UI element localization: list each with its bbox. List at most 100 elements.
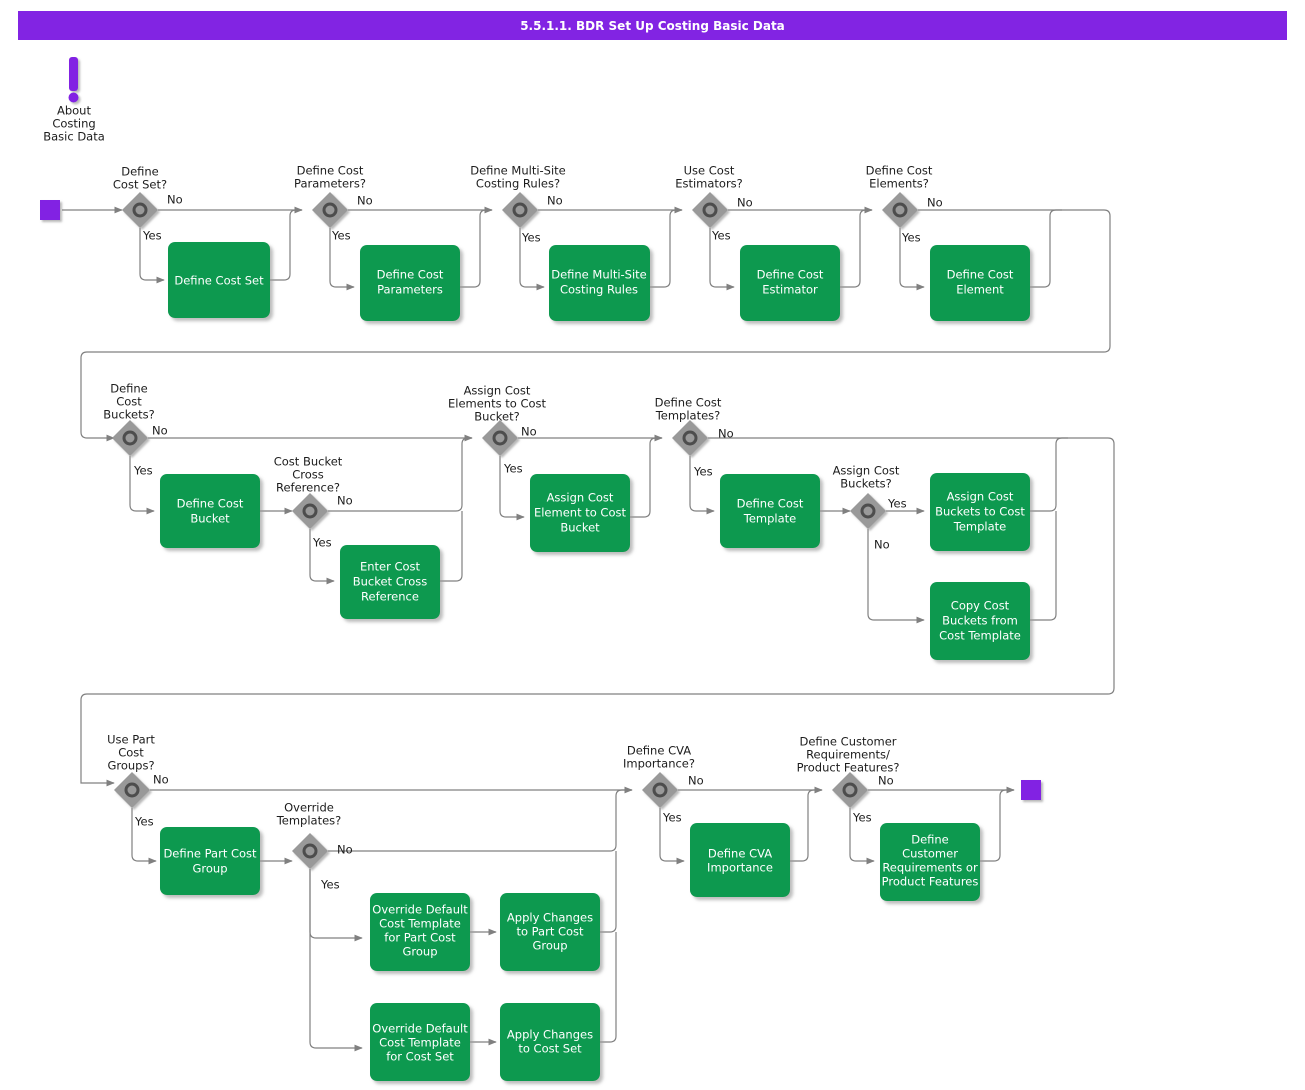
process-label-line: Product Features [882,875,979,889]
edge-d3-yes [519,228,545,291]
process-label-line: to Part Cost [516,925,584,939]
decision-label-line: Define Cost [655,396,722,410]
p-define-cva-importance[interactable]: Define CVA Importance [690,823,790,897]
d-define-cost-set[interactable]: Define Cost Set? No Yes [113,165,183,243]
edge-r2d2-yes [309,529,335,585]
decision-label-line: Product Features? [797,761,900,775]
d-override-templates[interactable]: Override Templates? No Yes [276,801,353,892]
about-note-line-3: Basic Data [43,130,105,144]
decision-label-line: Costing Rules? [476,177,560,191]
process-label-line: Estimator [762,283,818,297]
d-define-cost-parameters[interactable]: Define Cost Parameters? No Yes [294,164,373,243]
process-label-line: Define [911,833,949,847]
process-label-line: Group [532,939,567,953]
process-label-line: for Part Cost [384,931,456,945]
p-define-cost-set[interactable]: Define Cost Set [168,242,270,318]
decision-label-line: Groups? [107,759,154,773]
process-label-line: Customer [902,847,958,861]
edge-r2d1-yes [129,456,155,515]
process-label-line: Group [402,945,437,959]
p-define-part-cost-group[interactable]: Define Part Cost Group [160,827,260,895]
d-define-cva-importance[interactable]: Define CVA Importance? No Yes [623,744,704,825]
p-define-cost-element[interactable]: Define Cost Element [930,245,1030,321]
p-define-cost-estimator[interactable]: Define Cost Estimator [740,245,840,321]
d-use-part-cost-groups[interactable]: Use Part Cost Groups? No Yes [107,733,169,829]
edge-p-crossref-rejoin [430,511,463,582]
about-note-line-2: Costing [52,117,95,131]
p-define-cost-template[interactable]: Define Cost Template [720,474,820,548]
edge-p3-rejoin [650,209,682,288]
edge-p1-rejoin [270,209,302,281]
decision-label-line: Define Multi-Site [470,164,566,178]
process-label-line: Define Cost [177,497,244,511]
branch-label-no: No [337,494,353,508]
edge-p-applypart-rejoin [600,851,617,933]
p-override-default-cost-template-for-part-cost-group[interactable]: Override Default Cost Template for Part … [370,893,470,971]
decision-label-line: Cost Bucket [274,455,343,469]
decision-label-line: Use Part [107,733,155,747]
p-assign-cost-buckets-to-cost-template[interactable]: Assign Cost Buckets to Cost Template [930,473,1030,551]
process-label-line: Cost Template [939,629,1021,643]
decision-label-line: Reference? [276,481,340,495]
d-define-multi-site-costing-rules[interactable]: Define Multi-Site Costing Rules? No Yes [470,164,566,245]
p-assign-cost-element-to-cost-bucket[interactable]: Assign Cost Element to Cost Bucket [530,474,630,552]
branch-label-yes: Yes [901,231,921,245]
process-label-line: Define Cost [737,497,804,511]
process-label-line: Define Multi-Site [551,268,647,282]
process-label-line: Buckets to Cost [935,505,1025,519]
d-define-customer-requirements[interactable]: Define Customer Requirements/ Product Fe… [797,735,900,825]
edge-r2d2-no [328,437,472,512]
decision-label-line: Use Cost [684,164,735,178]
process-label-line: Cost Template [379,1036,461,1050]
end-node[interactable] [1021,780,1041,800]
branch-label-yes: Yes [133,464,153,478]
branch-label-no: No [878,774,894,788]
process-label-line: Costing Rules [560,283,638,297]
d-assign-cost-elements-to-cost-bucket[interactable]: Assign Cost Elements to Cost Bucket? No … [448,384,547,476]
process-label-line: Define Cost [757,268,824,282]
process-label-line: to Cost Set [518,1042,582,1056]
page-title: 5.5.1.1. BDR Set Up Costing Basic Data [18,11,1287,40]
decision-label-line: Buckets? [840,477,891,491]
d-define-cost-elements[interactable]: Define Cost Elements? No Yes [866,164,943,245]
branch-label-yes: Yes [142,229,162,243]
edge-p4-rejoin [840,209,872,288]
p-copy-cost-buckets-from-cost-template[interactable]: Copy Cost Buckets from Cost Template [930,582,1030,660]
start-node[interactable] [40,200,60,220]
d-use-cost-estimators[interactable]: Use Cost Estimators? No Yes [675,164,752,243]
edge-r3d2-yes-lower [309,869,363,1052]
process-label-line: Override Default [372,903,468,917]
decision-label-line: Cost Set? [113,178,167,192]
p-define-multi-site-costing-rules[interactable]: Define Multi-Site Costing Rules [549,245,650,321]
edge-p-assign-elem-rejoin [630,437,662,518]
decision-label-line: Cost [116,395,142,409]
process-label-line: Define Cost Set [174,274,264,288]
p-apply-changes-to-cost-set[interactable]: Apply Changes to Cost Set [500,1003,600,1081]
p-enter-cost-bucket-cross-reference[interactable]: Enter Cost Bucket Cross Reference [340,545,440,619]
p-define-customer-requirements-or-product-features[interactable]: Define Customer Requirements or Product … [880,823,980,901]
decision-label-line: Buckets? [103,408,154,422]
process-label-line: Importance [707,861,773,875]
edge-p-custreq-rejoin [980,789,1014,862]
process-label-line: Element to Cost [534,506,627,520]
d-define-cost-buckets[interactable]: Define Cost Buckets? No Yes [103,382,167,478]
d-cost-bucket-cross-reference[interactable]: Cost Bucket Cross Reference? No Yes [274,455,353,550]
edge-p2-rejoin [460,209,492,288]
branch-label-yes: Yes [662,811,682,825]
p-define-cost-bucket[interactable]: Define Cost Bucket [160,474,260,548]
d-assign-cost-buckets[interactable]: Assign Cost Buckets? Yes No [833,464,907,552]
process-label-line: Define Part Cost [163,847,257,861]
edge-r2d4-no-wrap [80,437,1115,787]
p-define-cost-parameters[interactable]: Define Cost Parameters [360,245,460,321]
branch-label-no: No [718,427,734,441]
d-define-cost-templates[interactable]: Define Cost Templates? No Yes [655,396,734,479]
edge-d5-yes [899,228,925,291]
process-label-line: Parameters [377,283,443,297]
process-label-line: Apply Changes [507,911,593,925]
p-apply-changes-to-part-cost-group[interactable]: Apply Changes to Part Cost Group [500,893,600,971]
p-override-default-cost-template-for-cost-set[interactable]: Override Default Cost Template for Cost … [370,1003,470,1081]
edge-d1-yes [139,228,165,284]
edge-d5-no-wrap [80,209,1111,442]
process-label-line: Requirements or [882,861,978,875]
process-label-line: Define CVA [708,847,772,861]
